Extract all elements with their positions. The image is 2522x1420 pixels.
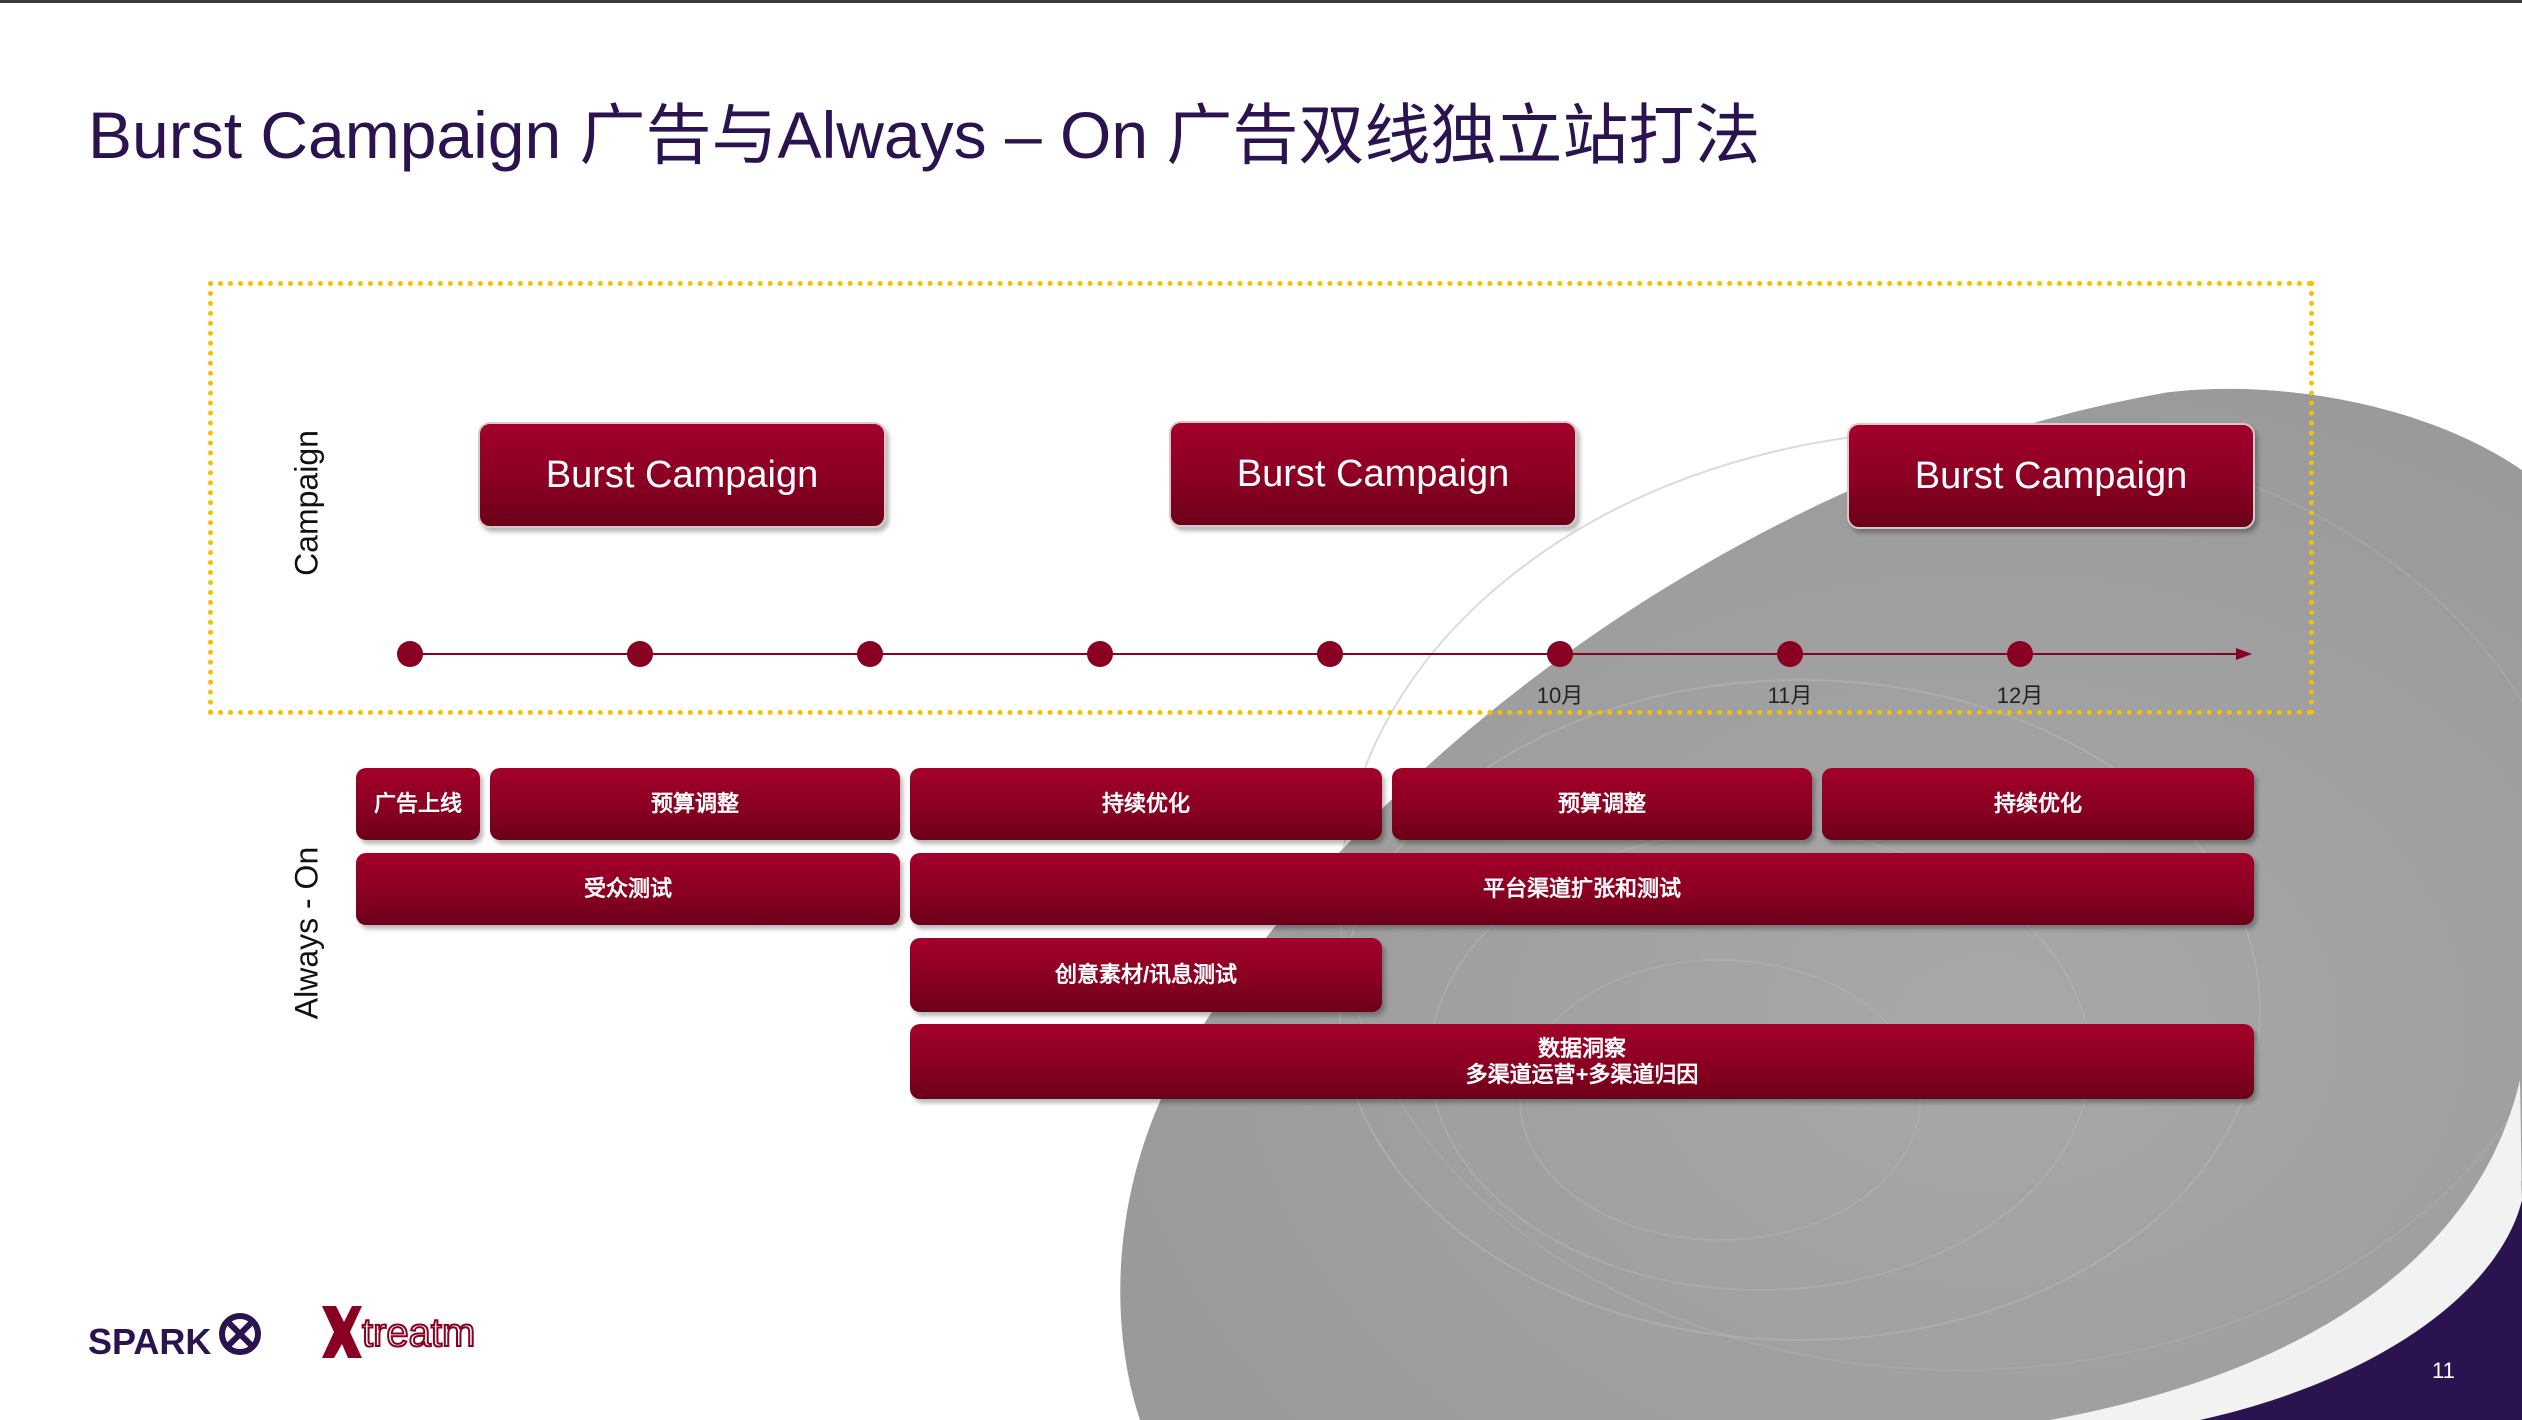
xtream-logo-x-mark xyxy=(322,1306,362,1358)
spark-logo-text: SPARK xyxy=(88,1321,211,1362)
always-on-optimize-1: 持续优化 xyxy=(910,768,1382,840)
always-on-data-insight: 数据洞察 多渠道运营+多渠道归因 xyxy=(910,1024,2254,1099)
xtream-logo-text: treatm xyxy=(362,1311,475,1355)
slide-title: Burst Campaign 广告与Always – On 广告双线独立站打法 xyxy=(88,98,1761,172)
timeline-tick-label: 12月 xyxy=(1996,683,2044,708)
timeline xyxy=(397,641,2252,667)
data-insight-line2: 多渠道运营+多渠道归因 xyxy=(1465,1061,1699,1087)
timeline-point xyxy=(857,641,883,667)
always-on-channel-expansion: 平台渠道扩张和测试 xyxy=(910,853,2254,925)
campaign-dotted-frame xyxy=(208,281,2314,715)
spark-logo-x-mark xyxy=(219,1313,261,1355)
timeline-point xyxy=(397,641,423,667)
always-on-creative-test: 创意素材/讯息测试 xyxy=(910,938,1382,1012)
always-on-budget-adjust-1: 预算调整 xyxy=(490,768,900,840)
timeline-point xyxy=(627,641,653,667)
burst-campaign-2: Burst Campaign xyxy=(1169,421,1577,527)
burst-campaign-1: Burst Campaign xyxy=(478,422,886,528)
timeline-point xyxy=(1777,641,1803,667)
timeline-point xyxy=(1087,641,1113,667)
always-on-launch: 广告上线 xyxy=(356,768,480,840)
always-on-axis-label: Always - On xyxy=(288,846,325,1020)
timeline-tick-label: 10月 xyxy=(1536,683,1584,708)
timeline-tick-label: 11月 xyxy=(1767,683,1813,708)
timeline-point xyxy=(1317,641,1343,667)
always-on-audience-test: 受众测试 xyxy=(356,853,900,925)
page-number: 11 xyxy=(2432,1358,2455,1383)
xtream-logo: treatm xyxy=(322,1306,476,1358)
timeline-arrowhead xyxy=(2236,648,2252,660)
timeline-point xyxy=(2007,641,2033,667)
data-insight-line1: 数据洞察 xyxy=(1537,1036,1626,1062)
burst-campaign-3: Burst Campaign xyxy=(1847,423,2255,529)
timeline-point xyxy=(1547,641,1573,667)
spark-logo: SPARK xyxy=(88,1313,261,1362)
always-on-optimize-2: 持续优化 xyxy=(1822,768,2254,840)
always-on-budget-adjust-2: 预算调整 xyxy=(1392,768,1812,840)
campaign-axis-label: Campaign xyxy=(288,430,325,576)
top-border xyxy=(0,0,2522,3)
